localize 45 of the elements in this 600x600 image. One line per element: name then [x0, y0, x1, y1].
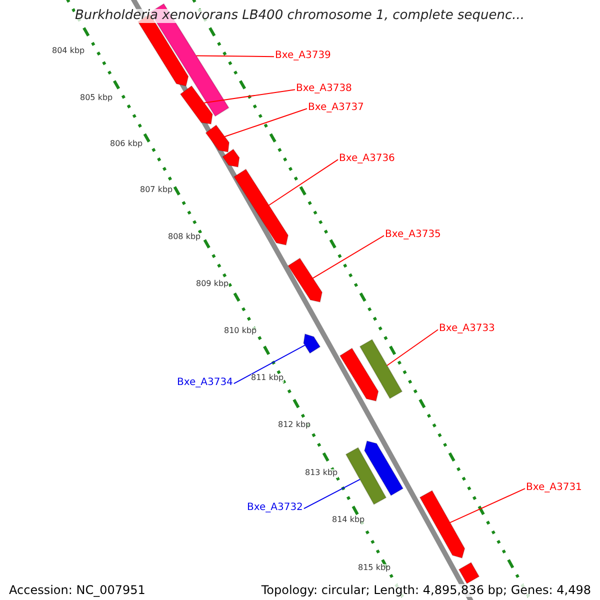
- leader-line: [233, 344, 306, 384]
- gene-bar: [345, 446, 387, 506]
- scale-label: 805 kbp: [80, 94, 113, 103]
- gene-label: Bxe_A3736: [339, 153, 395, 164]
- scale-label: 812 kbp: [278, 421, 311, 430]
- scale-label: 815 kbp: [358, 564, 391, 573]
- gene-bar: [359, 338, 403, 400]
- scale-label: 811 kbp: [251, 374, 284, 383]
- scale-label: 813 kbp: [305, 469, 338, 478]
- scale-label: 814 kbp: [332, 516, 365, 525]
- scale-label: 809 kbp: [196, 280, 229, 289]
- gene-feature: [303, 333, 321, 354]
- scale-label: 807 kbp: [140, 186, 173, 195]
- gene-label: Bxe_A3739: [275, 50, 331, 61]
- gene-label: Bxe_A3734: [177, 377, 233, 388]
- leader-line: [204, 89, 296, 104]
- footer-text: Topology: circular; Length: 4,895,836 bp; Genes: 4,498: [261, 584, 591, 598]
- scale-label: 810 kbp: [224, 327, 257, 336]
- leader-line: [312, 235, 384, 279]
- leader-line: [450, 488, 526, 524]
- leader-line: [386, 329, 438, 366]
- gene-feature: [205, 124, 230, 153]
- gene-feature: [364, 440, 404, 496]
- map-title: Burkholderia xenovorans LB400 chromosome 1, complete sequenc...: [75, 9, 524, 24]
- gene-label: Bxe_A3732: [247, 502, 303, 513]
- gene-feature: [419, 490, 466, 559]
- scale-label: 804 kbp: [52, 47, 85, 56]
- gene-label: Bxe_A3737: [308, 102, 364, 113]
- gene-label: Bxe_A3733: [439, 323, 495, 334]
- scale-label: 808 kbp: [168, 233, 201, 242]
- gene-label: Bxe_A3731: [526, 482, 582, 493]
- footer-text: Accession: NC_007951: [9, 584, 146, 598]
- gene-feature: [233, 168, 289, 246]
- leader-line: [268, 159, 338, 206]
- gene-label: Bxe_A3735: [385, 229, 441, 240]
- gene-feature: [222, 148, 240, 168]
- leader-line: [196, 55, 274, 58]
- gene-feature: [287, 258, 323, 303]
- leader-line: [303, 478, 360, 510]
- leader-line: [224, 108, 308, 138]
- scale-label: 806 kbp: [110, 140, 143, 149]
- gene-bar: [458, 562, 480, 584]
- gene-feature: [180, 85, 214, 125]
- gene-feature: [339, 348, 379, 402]
- gene-label: Bxe_A3738: [296, 83, 352, 94]
